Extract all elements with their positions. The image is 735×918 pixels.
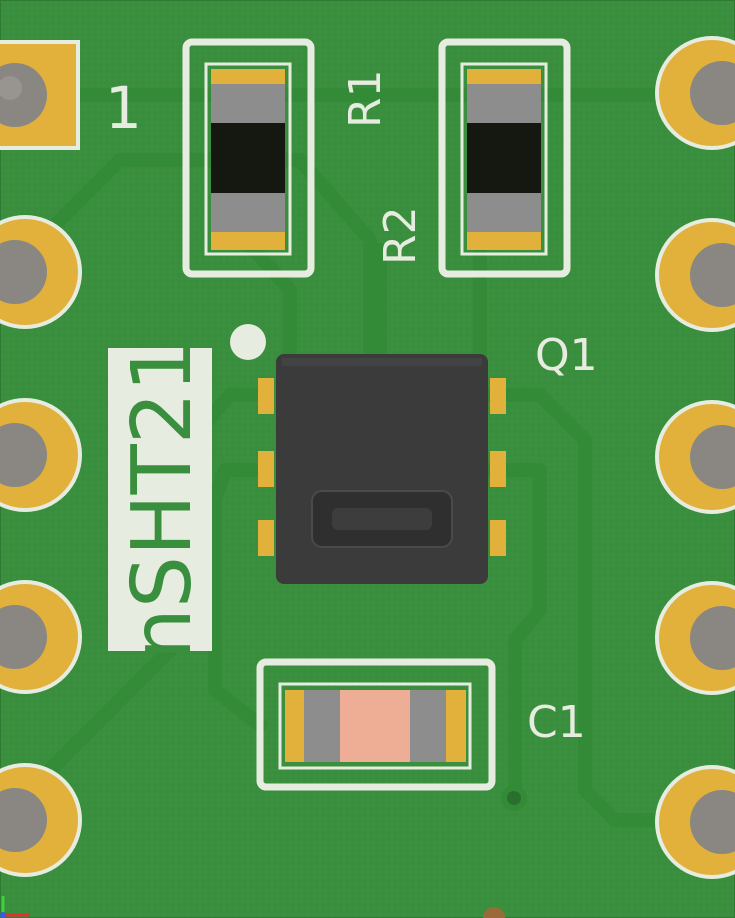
- r1-designator: R1: [340, 69, 391, 128]
- pin-10[interactable]: [655, 765, 735, 879]
- pin-7[interactable]: [655, 218, 735, 332]
- pin-9[interactable]: [655, 581, 735, 695]
- r2-designator: R2: [375, 206, 426, 265]
- left-header: [0, 40, 82, 877]
- pin1-marker: 1: [105, 74, 142, 142]
- pin-5[interactable]: [0, 763, 82, 877]
- origin-marker: [0, 896, 30, 918]
- q1-designator: Q1: [535, 330, 598, 381]
- capacitor-c1[interactable]: [256, 658, 496, 791]
- right-header: [655, 36, 735, 879]
- q1-pin1-dot: [230, 324, 266, 360]
- pin-3[interactable]: [0, 398, 82, 512]
- pin-6[interactable]: [655, 36, 735, 150]
- board-name: nSHT21: [115, 340, 210, 660]
- pin-1[interactable]: [0, 40, 80, 150]
- pin-2[interactable]: [0, 215, 82, 329]
- resistor-r1[interactable]: [182, 38, 315, 278]
- pin-8[interactable]: [655, 400, 735, 514]
- resistor-r2[interactable]: [438, 38, 571, 278]
- pin-4[interactable]: [0, 580, 82, 694]
- sensor-q1[interactable]: [258, 354, 506, 584]
- vias: [483, 785, 527, 918]
- board-name-block: nSHT21: [108, 340, 212, 660]
- c1-designator: C1: [527, 697, 586, 748]
